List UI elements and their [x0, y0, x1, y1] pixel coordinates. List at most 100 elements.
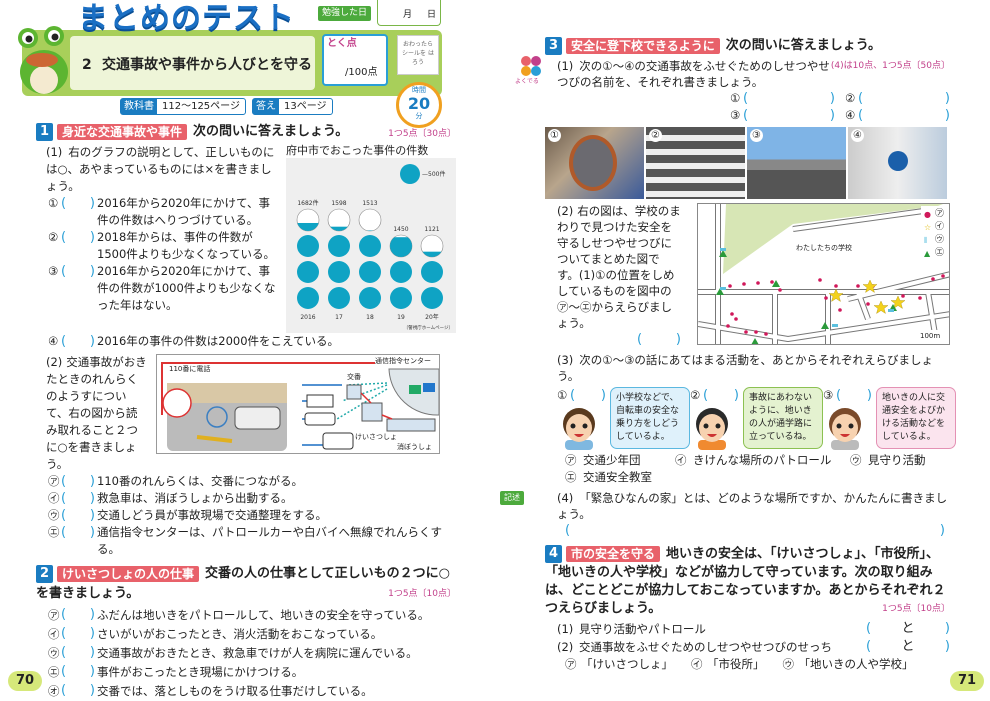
q3-4-label: (4) — [557, 491, 574, 505]
q1-1-item: ①()2016年から2020年にかけて、事件の件数はへりつづけている。 — [36, 195, 276, 229]
q4-choice: ㋒「地いきの人や学校」 — [783, 656, 914, 673]
map-scale: 100m — [920, 332, 941, 340]
map-marker-c — [720, 287, 726, 290]
q1-prompt: 次の問いに答えましょう。 — [193, 124, 349, 139]
q1-1-item-answer-blank[interactable]: () — [61, 334, 95, 349]
textbook-label: 教科書 — [121, 99, 157, 114]
q1-2-item-mark: ㋓ — [48, 525, 60, 539]
q2-item-mark: ㋐ — [48, 608, 60, 622]
left-page: まとめのテスト 2 交通事故や事件から人びとを守る 勉強した日 月 日 とく点 … — [0, 0, 495, 700]
speaker-mark: ① — [557, 388, 568, 402]
q1-2-item-answer-blank[interactable]: () — [61, 474, 95, 489]
legend-mark: ㋒ — [935, 235, 945, 245]
q1-2-item: ㋓()通信指令センターは、パトロールカーや白バイへ無線でれんらくする。 — [36, 524, 456, 558]
q4-choice-mark: ㋑ — [691, 656, 703, 671]
q2-item-answer-blank[interactable]: () — [61, 607, 95, 622]
q3-1-text: 次の①〜④の交通事故をふせぐためのしせつやせつびの名前を、それぞれ書きましょう。 — [557, 59, 830, 89]
q2-item-answer-blank[interactable]: () — [61, 645, 95, 660]
q1-2-item-mark: ㋒ — [48, 508, 60, 522]
q3-1-answer-blank[interactable]: () — [743, 108, 835, 123]
photo-1: ① — [545, 127, 644, 199]
q1-1-text: 右のグラフの説明として、正しいものには○、あやまっているものには×を書きましょう… — [46, 145, 275, 193]
q1-1-question: (1)右のグラフの説明として、正しいものには○、あやまっているものには×を書きま… — [36, 144, 276, 195]
sticker-spot: おわったら シールを はろう — [397, 35, 439, 75]
study-date-label: 勉強した日 — [318, 6, 372, 21]
q3-1-answer-blank[interactable]: () — [858, 108, 950, 123]
q2-tag: けいさつしょの人の仕事 — [57, 565, 200, 582]
q3-2-answer-blank[interactable]: () — [637, 332, 681, 347]
diagram-center-label: 通信指令センター — [375, 357, 431, 366]
q3-3-answer-blank[interactable]: () — [703, 388, 739, 403]
study-month: 月 — [403, 10, 413, 20]
map-marker-a — [856, 284, 860, 288]
q3-4-text: 「緊急ひなんの家」とは、どのような場所ですか、かんたんに書きましょう。 — [557, 491, 948, 521]
textbook-badge: 教科書 112〜125ページ — [120, 98, 246, 115]
diagram-call-label: 110番に電話 — [169, 365, 211, 373]
q3-4-answer-blank[interactable]: () — [565, 523, 945, 538]
q1-2-item-answer-blank[interactable]: () — [61, 525, 95, 540]
legend-symbol: ▲ — [924, 249, 931, 258]
q3-1-answer-blank[interactable]: () — [858, 91, 950, 106]
answer-joiner: と — [901, 620, 915, 636]
q2-item-answer-blank[interactable]: () — [61, 664, 95, 679]
q1-1-item: ②()2018年からは、事件の件数が1500件よりも少なくなっている。 — [36, 229, 276, 263]
q1-1-item-answer-blank[interactable]: () — [61, 196, 95, 211]
map-marker-a — [770, 280, 774, 284]
map-marker-d — [719, 250, 727, 257]
pictograph-legend-label: —500件 — [422, 170, 445, 178]
speech-bubble: 事故にあわないように、地いきの人が通学路に立っているね。 — [743, 387, 823, 449]
legend-symbol: ☆ — [924, 223, 932, 232]
q3-1-blanks: ①()②()③()④() — [720, 90, 950, 124]
q4-prompt: 地いきの安全は、「けいさつしょ」、「市役所」、「地いきの人や学校」などが協力して… — [545, 546, 946, 616]
answer-label: 答え — [252, 99, 279, 114]
pictograph-unit-circle — [390, 287, 412, 309]
q3-3-answer-blank[interactable]: () — [836, 388, 872, 403]
q1-1-item-answer-blank[interactable]: () — [61, 264, 95, 279]
photo-number: ③ — [750, 129, 763, 142]
map-marker-a — [742, 282, 746, 286]
map-marker-a — [834, 284, 838, 288]
q3-1-answer-blank[interactable]: () — [743, 91, 835, 106]
study-day: 日 — [427, 10, 437, 20]
page-number-left: 70 — [8, 671, 42, 691]
q1-2-items: ㋐()110番のれんらくは、交番につながる。㋑()救急車は、消ぼうしょから出動す… — [36, 473, 456, 558]
map-marker-a — [838, 308, 842, 312]
textbook-pages: 112〜125ページ — [162, 101, 240, 112]
q4-choice-text: 「市役所」 — [707, 656, 765, 671]
photo-number: ② — [649, 129, 662, 142]
study-date-box[interactable] — [377, 0, 441, 26]
pictograph-unit-circle — [297, 287, 319, 309]
map-marker-a — [931, 277, 935, 281]
map-marker-a — [764, 332, 768, 336]
q4-choice-mark: ㋒ — [782, 656, 795, 671]
score-box[interactable] — [322, 34, 388, 86]
q1-1-item-mark: ③ — [48, 264, 59, 278]
q1-2-item-answer-blank[interactable]: () — [61, 491, 95, 506]
q4-answer-blank[interactable]: (と) — [866, 638, 950, 654]
q4-answer-blank[interactable]: (と) — [866, 620, 950, 636]
answer-badge: 答え 13ページ — [251, 98, 333, 115]
q1-1-item: ④()2016年の事件の件数は2000件をこえている。 — [36, 333, 456, 350]
q3-3-answer-blank[interactable]: () — [570, 388, 606, 403]
q2-item-answer-blank[interactable]: () — [61, 683, 95, 698]
q3-number: 3 — [545, 36, 562, 55]
person-avatar-icon — [823, 404, 867, 450]
pictograph-partial-fill — [390, 237, 412, 257]
q1-2-item-answer-blank[interactable]: () — [61, 508, 95, 523]
q1-points: 1つ5点〔30点〕 — [388, 129, 456, 139]
q1-1-item-text: 2016年の事件の件数は2000件をこえている。 — [97, 334, 339, 348]
q1-2-item: ㋑()救急車は、消ぼうしょから出動する。 — [36, 490, 456, 507]
choice-mark: ㋒ — [850, 453, 862, 467]
q2-item-answer-blank[interactable]: () — [61, 626, 95, 641]
q3-3-choices: ㋐交通少年団㋑きけんな場所のパトロール㋒見守り活動㋓交通安全教室 — [545, 452, 950, 486]
photo-number: ④ — [851, 129, 864, 142]
frequent-badge-text: よくでる — [515, 78, 539, 85]
frog-mascot-icon — [14, 24, 74, 96]
q2-item: ㋓()事件がおこったとき現場にかけつける。 — [36, 663, 456, 682]
q1-1-item-answer-blank[interactable]: () — [61, 230, 95, 245]
